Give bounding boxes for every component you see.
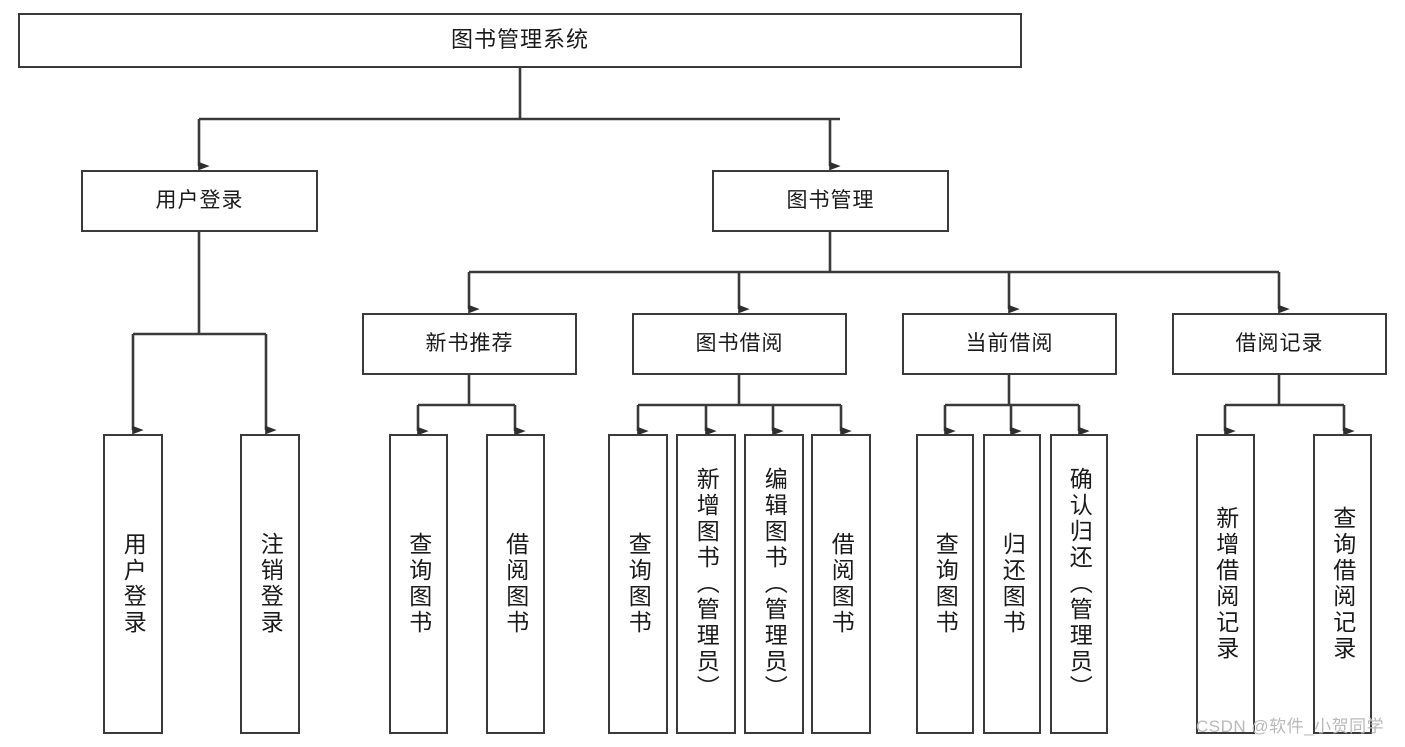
leaf-user-login-label: 用户登录 <box>120 532 147 636</box>
leaf-record-add-record-label: 新增借阅记录 <box>1212 506 1239 662</box>
leaf-current-return-book[interactable]: 归还图书 <box>983 434 1041 734</box>
node-user-login-label: 用户登录 <box>155 189 244 213</box>
leaf-borrow-borrow-book-label: 借阅图书 <box>828 532 855 636</box>
leaf-current-query-book[interactable]: 查询图书 <box>916 434 974 734</box>
leaf-newbook-query-book[interactable]: 查询图书 <box>389 434 448 734</box>
node-new-book-recommend-label: 新书推荐 <box>425 332 514 356</box>
node-current-borrow[interactable]: 当前借阅 <box>902 313 1117 375</box>
leaf-current-return-book-label: 归还图书 <box>999 532 1026 636</box>
leaf-borrow-edit-book-admin[interactable]: 编辑图书（管理员） <box>744 434 804 734</box>
node-current-borrow-label: 当前借阅 <box>965 332 1054 356</box>
leaf-newbook-query-book-label: 查询图书 <box>405 532 432 636</box>
node-user-login[interactable]: 用户登录 <box>81 170 318 232</box>
leaf-logout[interactable]: 注销登录 <box>240 434 300 734</box>
node-book-borrow-label: 图书借阅 <box>695 332 784 356</box>
node-borrow-record[interactable]: 借阅记录 <box>1172 313 1387 375</box>
leaf-current-confirm-return-admin[interactable]: 确认归还（管理员） <box>1050 434 1108 734</box>
leaf-borrow-edit-book-admin-label: 编辑图书（管理员） <box>761 467 788 701</box>
leaf-borrow-borrow-book[interactable]: 借阅图书 <box>811 434 871 734</box>
leaf-current-confirm-return-admin-label: 确认归还（管理员） <box>1066 467 1093 701</box>
leaf-logout-label: 注销登录 <box>257 532 284 636</box>
node-borrow-record-label: 借阅记录 <box>1235 332 1324 356</box>
node-new-book-recommend[interactable]: 新书推荐 <box>362 313 577 375</box>
node-book-management[interactable]: 图书管理 <box>712 170 949 232</box>
node-root-label: 图书管理系统 <box>450 27 589 53</box>
leaf-user-login[interactable]: 用户登录 <box>103 434 163 734</box>
leaf-borrow-add-book-admin[interactable]: 新增图书（管理员） <box>676 434 736 734</box>
node-root[interactable]: 图书管理系统 <box>18 13 1022 68</box>
leaf-record-query-record[interactable]: 查询借阅记录 <box>1313 434 1372 734</box>
leaf-borrow-query-book-label: 查询图书 <box>625 532 652 636</box>
leaf-newbook-borrow-book-label: 借阅图书 <box>502 532 529 636</box>
leaf-record-add-record[interactable]: 新增借阅记录 <box>1196 434 1255 734</box>
node-book-management-label: 图书管理 <box>786 189 875 213</box>
leaf-current-query-book-label: 查询图书 <box>932 532 959 636</box>
leaf-record-query-record-label: 查询借阅记录 <box>1329 506 1356 662</box>
leaf-borrow-query-book[interactable]: 查询图书 <box>608 434 668 734</box>
leaf-newbook-borrow-book[interactable]: 借阅图书 <box>486 434 545 734</box>
node-book-borrow[interactable]: 图书借阅 <box>632 313 847 375</box>
leaf-borrow-add-book-admin-label: 新增图书（管理员） <box>693 467 720 701</box>
